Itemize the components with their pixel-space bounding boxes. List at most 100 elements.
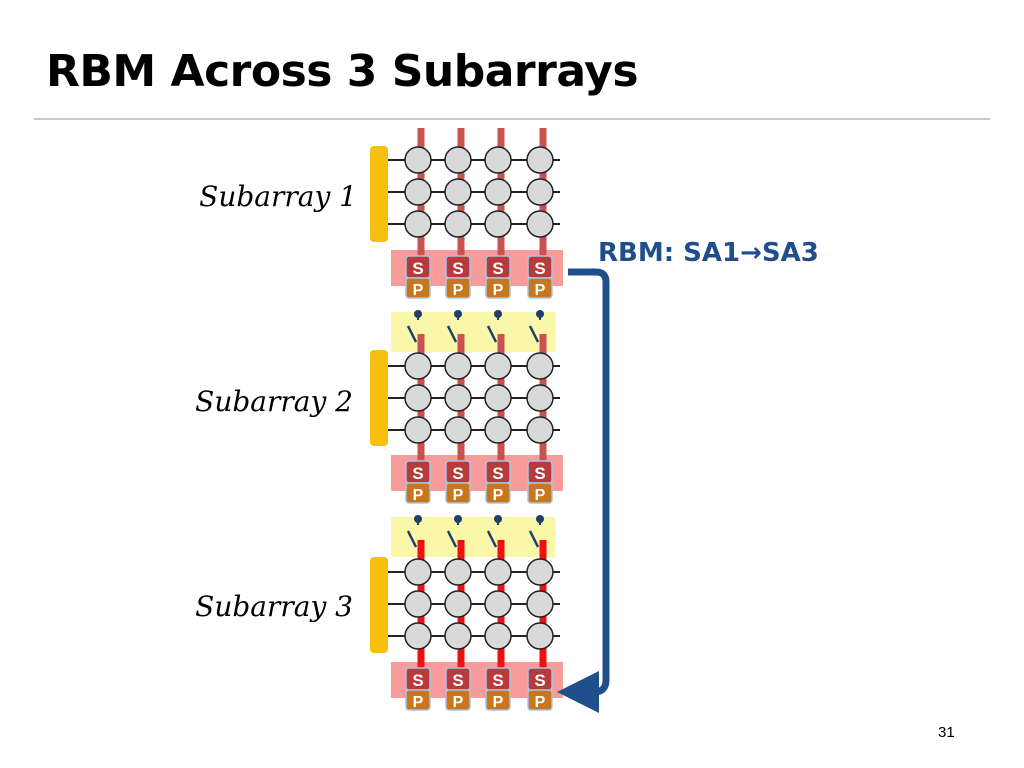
sense-amplifier: SP <box>527 460 553 504</box>
sense-amplifier: SP <box>405 255 431 299</box>
dram-cell <box>444 622 472 650</box>
sense-amp-p-tile <box>527 689 553 711</box>
sense-amp-s-letter: S <box>412 259 423 278</box>
sense-amp-p-tile <box>445 277 471 299</box>
dram-cell <box>526 210 554 238</box>
dram-cell <box>444 590 472 618</box>
sense-amplifier: SP <box>485 255 511 299</box>
isolation-switch-blade <box>406 530 418 548</box>
sense-amp-s-letter: S <box>492 671 503 690</box>
isolation-switch-node <box>536 515 544 523</box>
isolation-switch-node <box>414 515 422 523</box>
sense-amp-p-tile <box>405 482 431 504</box>
sense-amp-p-letter: P <box>453 282 464 299</box>
sense-amp-s-letter: S <box>534 671 545 690</box>
dram-cell <box>526 146 554 174</box>
sense-amp-p-tile <box>445 482 471 504</box>
sense-amplifier: SP <box>445 460 471 504</box>
isolation-band-1 <box>391 312 555 352</box>
dram-cell <box>404 416 432 444</box>
sense-amplifier: SP <box>527 255 553 299</box>
isolation-switch-node <box>454 515 462 523</box>
page-number: 31 <box>938 724 955 741</box>
dram-cell <box>444 416 472 444</box>
sense-amplifier: SP <box>445 255 471 299</box>
dram-cell <box>444 352 472 380</box>
dram-cell <box>484 178 512 206</box>
isolation-switch-blade <box>446 325 458 343</box>
dram-cell <box>526 558 554 586</box>
dram-cell <box>404 352 432 380</box>
dram-cell <box>484 352 512 380</box>
sense-amp-p-letter: P <box>413 694 424 711</box>
subarray-1-label: Subarray 1 <box>199 180 357 213</box>
row-decoder-2 <box>370 350 388 446</box>
sense-amp-s-letter: S <box>492 464 503 483</box>
rbm-transfer-arrow <box>557 268 610 713</box>
rbm-transfer-label: RBM: SA1→SA3 <box>598 238 819 268</box>
row-decoder-3 <box>370 557 388 653</box>
sense-amp-s-letter: S <box>452 259 463 278</box>
dram-cell <box>404 590 432 618</box>
sense-amp-p-letter: P <box>535 282 546 299</box>
sense-amp-p-letter: P <box>413 487 424 504</box>
dram-cell <box>404 384 432 412</box>
dram-cell <box>526 416 554 444</box>
dram-cell <box>526 622 554 650</box>
dram-cell <box>404 558 432 586</box>
isolation-switch-blade <box>486 530 498 548</box>
sense-amp-p-letter: P <box>493 487 504 504</box>
dram-cell <box>526 178 554 206</box>
dram-cell <box>526 590 554 618</box>
isolation-switch-node <box>454 310 462 318</box>
dram-cell <box>484 558 512 586</box>
subarray-2-label: Subarray 2 <box>195 385 353 418</box>
sense-amp-s-letter: S <box>452 464 463 483</box>
sense-amp-s-letter: S <box>534 259 545 278</box>
sense-amp-p-tile <box>485 482 511 504</box>
sense-amp-p-letter: P <box>493 694 504 711</box>
sense-amp-p-letter: P <box>535 487 546 504</box>
sense-amp-p-letter: P <box>493 282 504 299</box>
dram-cell <box>444 558 472 586</box>
isolation-switch-blade <box>446 530 458 548</box>
dram-cell <box>484 622 512 650</box>
isolation-switch-node <box>536 310 544 318</box>
dram-cell <box>484 384 512 412</box>
sense-amp-p-tile <box>405 277 431 299</box>
dram-cell <box>404 178 432 206</box>
dram-cell <box>404 210 432 238</box>
sense-amp-s-letter: S <box>534 464 545 483</box>
dram-cell <box>444 178 472 206</box>
sense-amp-p-tile <box>405 689 431 711</box>
sense-amp-p-letter: P <box>535 694 546 711</box>
dram-cell <box>404 146 432 174</box>
sense-amplifier: SP <box>485 460 511 504</box>
isolation-band-2 <box>391 517 555 557</box>
sense-amp-p-tile <box>527 482 553 504</box>
sense-amp-p-letter: P <box>453 694 464 711</box>
sense-amp-s-letter: S <box>412 464 423 483</box>
dram-cell <box>484 590 512 618</box>
dram-cell <box>444 384 472 412</box>
sense-amp-p-tile <box>485 277 511 299</box>
sense-amplifier: SP <box>405 460 431 504</box>
sense-amp-p-tile <box>485 689 511 711</box>
dram-cell <box>484 210 512 238</box>
subarray-3-label: Subarray 3 <box>195 590 353 623</box>
sense-amp-p-tile <box>445 689 471 711</box>
isolation-switch-blade <box>528 325 540 343</box>
dram-cell <box>484 146 512 174</box>
dram-cell <box>484 416 512 444</box>
isolation-switch-blade <box>406 325 418 343</box>
isolation-switch-node <box>494 515 502 523</box>
dram-cell <box>526 384 554 412</box>
sense-amplifier: SP <box>445 667 471 711</box>
sense-amp-p-letter: P <box>453 487 464 504</box>
sense-amplifier: SP <box>485 667 511 711</box>
sense-amplifier: SP <box>405 667 431 711</box>
dram-cell <box>404 622 432 650</box>
sense-amp-p-letter: P <box>413 282 424 299</box>
isolation-switch-blade <box>528 530 540 548</box>
isolation-switch-node <box>494 310 502 318</box>
